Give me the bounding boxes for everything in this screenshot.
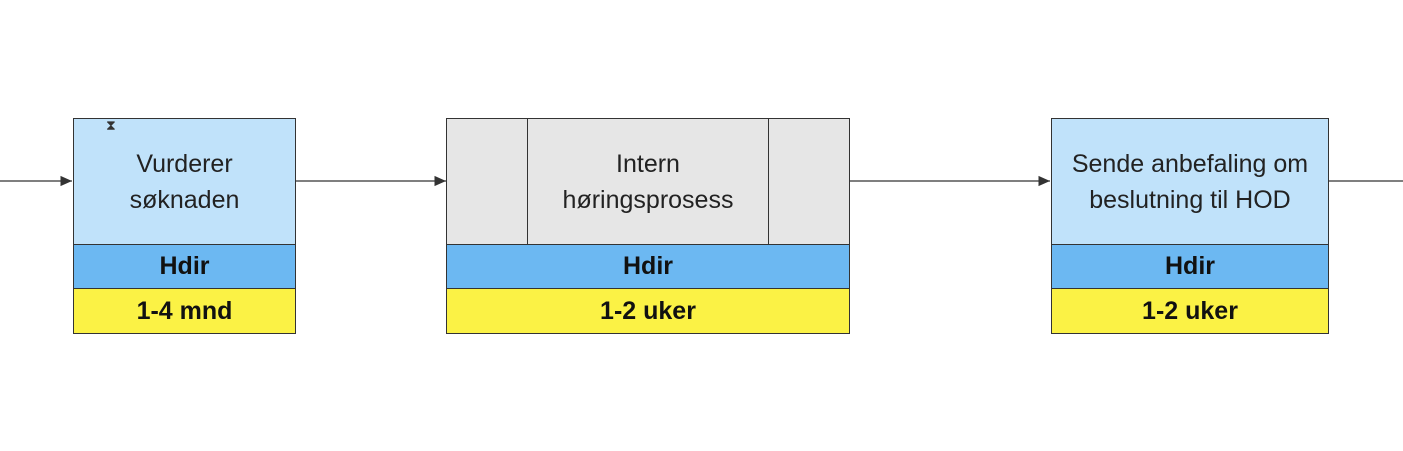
step-owner: Hdir — [1052, 245, 1328, 289]
step-title: Intern høringsprosess — [562, 149, 734, 214]
step-vurderer-soknaden[interactable]: Vurderer søknaden Hdir 1-4 mnd — [73, 118, 296, 334]
step-owner: Hdir — [447, 245, 849, 289]
step-title-box: Sende anbefaling om beslutning til HOD — [1052, 119, 1328, 245]
step-duration: 1-2 uker — [1052, 289, 1328, 333]
step-title: Vurderer søknaden — [129, 149, 240, 214]
subprocess-left-bar — [447, 119, 528, 244]
step-intern-horingsprosess[interactable]: Intern høringsprosess Hdir 1-2 uker — [446, 118, 850, 334]
step-title-box: Intern høringsprosess — [447, 119, 849, 245]
step-duration: 1-4 mnd — [74, 289, 295, 333]
step-title: Sende anbefaling om beslutning til HOD — [1071, 149, 1309, 214]
connection-handle-icon[interactable]: ⧗ — [106, 117, 116, 133]
subprocess-right-bar — [768, 119, 849, 244]
step-duration: 1-2 uker — [447, 289, 849, 333]
step-sende-anbefaling[interactable]: Sende anbefaling om beslutning til HOD H… — [1051, 118, 1329, 334]
step-title-box: Vurderer søknaden — [74, 119, 295, 245]
step-owner: Hdir — [74, 245, 295, 289]
